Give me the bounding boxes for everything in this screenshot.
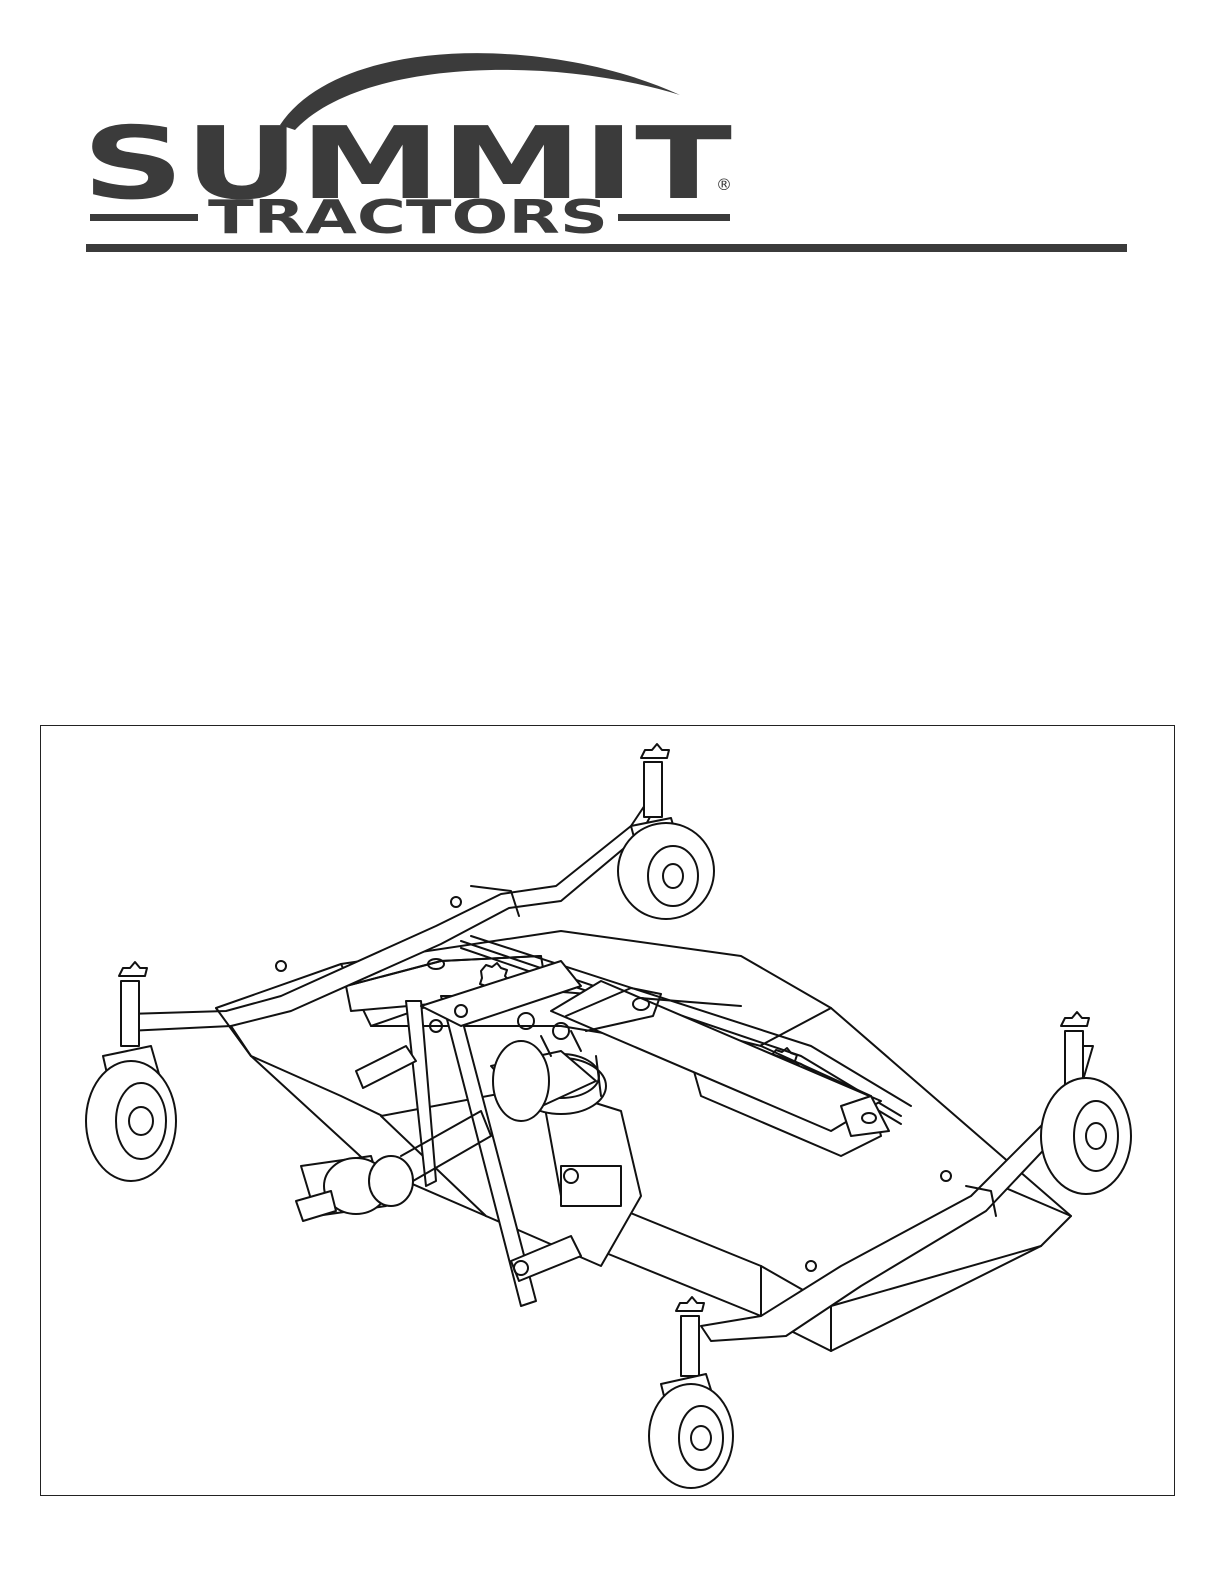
rear-pin-2 [276,961,286,971]
rear-pin-1 [451,897,461,907]
logo-registered-mark: ® [716,175,732,194]
figure-frame [40,725,1175,1496]
caster-wheel-rear [618,744,714,919]
summit-tractors-logo: SUMMIT ® TRACTORS [80,40,750,260]
logo-right-bar [618,214,730,221]
header-rule [86,244,1127,252]
mower-deck [216,931,1071,1351]
caster-wheel-left [86,962,176,1181]
caster-wheel-right [1041,1012,1131,1194]
finish-mower-illustration [41,726,1173,1494]
logo-left-bar [90,214,198,221]
logo-sub-text: TRACTORS [208,190,608,244]
